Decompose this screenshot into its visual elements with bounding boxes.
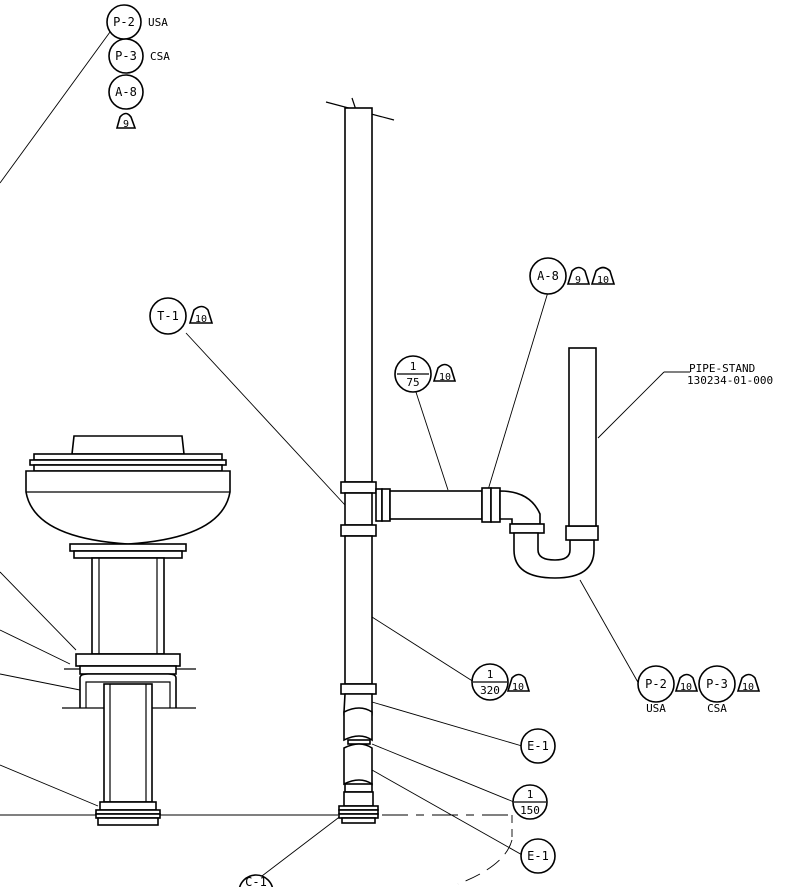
callout-p2-right-rev: 10 (680, 682, 692, 693)
callout-fraction-150: 1 150 (512, 784, 548, 820)
callout-p2-top: P-2 USA (106, 4, 168, 40)
revision-top-label: 9 (123, 119, 129, 130)
fraction-75-rev: 10 (439, 372, 451, 383)
callout-t1-rev: 10 (195, 314, 207, 325)
pipe-stand-title: PIPE-STAND (689, 362, 755, 375)
callout-p2-top-region: USA (148, 16, 168, 29)
revision-triangle-icon (188, 305, 214, 324)
horizontal-branch-and-p-trap (375, 347, 599, 579)
fraction-320-denominator: 320 (480, 684, 500, 697)
callout-fraction-75: 1 75 10 (394, 355, 457, 393)
fraction-150-numerator: 1 (527, 788, 534, 801)
callout-a8-right-rev-a: 9 (575, 275, 581, 286)
callout-e1-lower: E-1 (520, 838, 556, 874)
callout-a8-top-label: A-8 (115, 85, 137, 99)
callout-fraction-320: 1 320 10 (471, 663, 531, 701)
callout-p3-top: P-3 CSA (108, 38, 170, 74)
fraction-320-rev: 10 (512, 682, 524, 693)
callout-p2-right-label: P-2 (645, 677, 667, 691)
revision-triangle-icon (115, 112, 137, 129)
fraction-75-denominator: 75 (406, 376, 419, 389)
pipe-stand-number: 130234-01-000 (687, 374, 773, 387)
callout-e1-upper-label: E-1 (527, 739, 549, 753)
callout-p2-right: P-2 10 USA (637, 665, 699, 715)
callout-p2-top-label: P-2 (113, 15, 135, 29)
callout-c1-bottom: C-1 (238, 874, 274, 887)
callout-t1: T-1 10 (149, 297, 214, 335)
fraction-320-numerator: 1 (487, 668, 494, 681)
fraction-75-numerator: 1 (410, 360, 417, 373)
callout-a8-right: A-8 9 10 (529, 257, 616, 295)
callout-a8-top: A-8 9 (108, 74, 144, 130)
pipe-stand-label: PIPE-STAND 130234-01-000 (664, 362, 773, 387)
leader-lines (0, 31, 665, 880)
fraction-150-denominator: 150 (520, 804, 540, 817)
callout-t1-label: T-1 (157, 309, 179, 323)
callout-c1-bottom-label: C-1 (245, 875, 267, 887)
callout-p2-right-region: USA (646, 702, 666, 715)
vertical-vent-stack (325, 97, 395, 824)
callout-p3-right-rev: 10 (742, 682, 754, 693)
callout-p3-right-label: P-3 (706, 677, 728, 691)
revision-triangle-icon (674, 673, 699, 692)
revision-triangle-icon (590, 266, 616, 285)
callout-p3-right-region: CSA (707, 702, 727, 715)
callout-e1-upper: E-1 (520, 728, 556, 764)
callout-p3-top-region: CSA (150, 50, 170, 63)
callout-a8-right-rev-b: 10 (597, 275, 609, 286)
revision-triangle-icon (506, 673, 531, 692)
floor-drain-fixture (25, 435, 231, 826)
revision-triangle-icon (566, 266, 591, 285)
callout-p3-top-label: P-3 (115, 49, 137, 63)
callout-a8-right-label: A-8 (537, 269, 559, 283)
callout-p3-right: P-3 10 CSA (698, 665, 761, 715)
callout-e1-lower-label: E-1 (527, 849, 549, 863)
floor-line (0, 814, 513, 885)
revision-triangle-icon (432, 363, 457, 382)
revision-triangle-icon (736, 673, 761, 692)
